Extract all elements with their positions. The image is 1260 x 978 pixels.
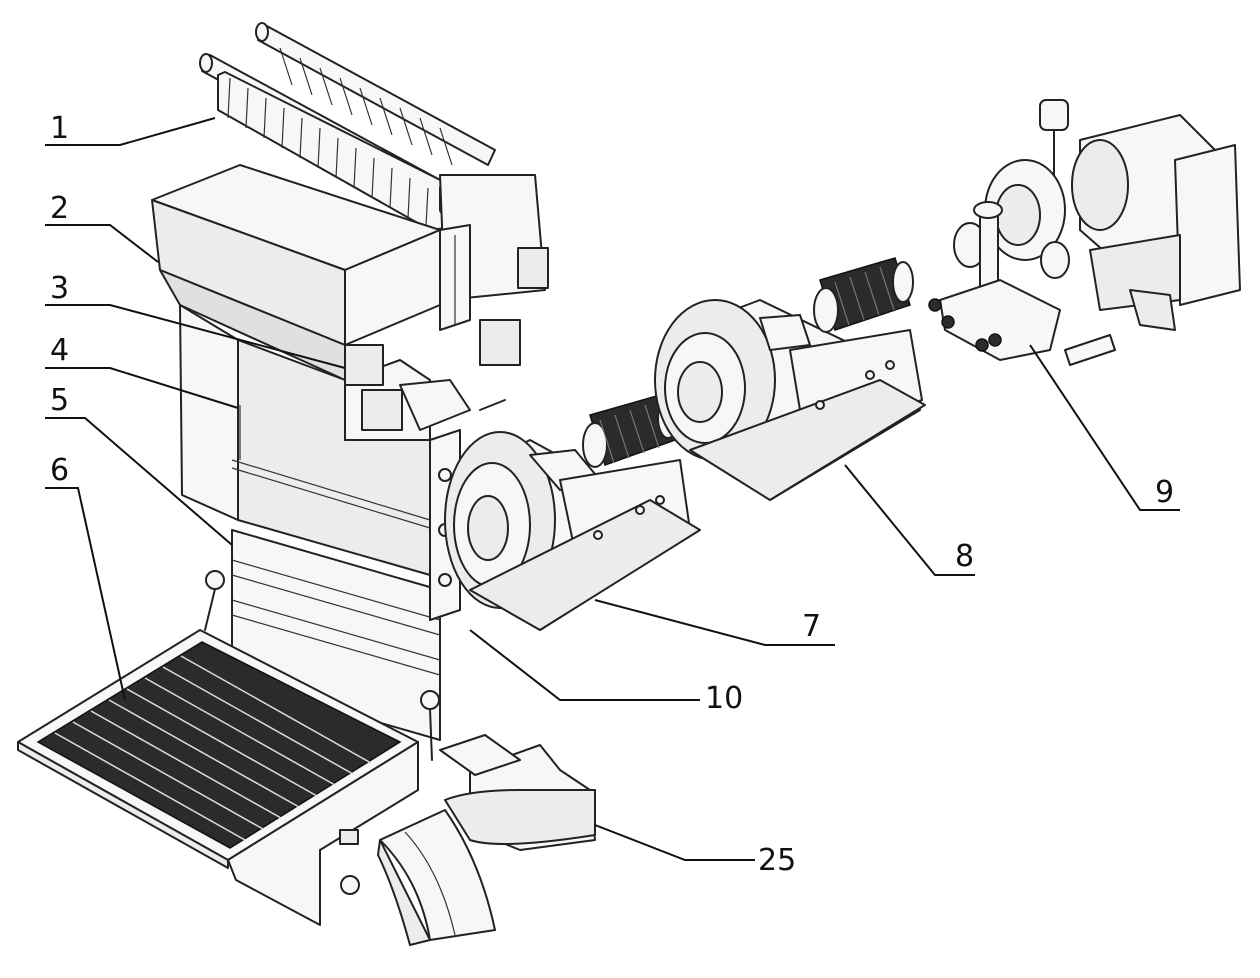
label-6: 6 xyxy=(50,453,69,488)
label-8: 8 xyxy=(955,539,974,574)
label-5: 5 xyxy=(50,383,69,418)
label-4: 4 xyxy=(50,333,69,368)
label-7: 7 xyxy=(802,609,821,644)
leader-lines xyxy=(45,117,1180,861)
component-8-fan xyxy=(654,257,926,501)
component-9-pump xyxy=(928,99,1241,366)
component-6-tray xyxy=(17,629,419,926)
label-9: 9 xyxy=(1155,475,1174,510)
component-25-ducts xyxy=(377,734,596,946)
component-3-4-column xyxy=(179,304,506,576)
label-25: 25 xyxy=(758,843,796,878)
component-1-distributor xyxy=(199,22,496,231)
callout-labels: 1 2 3 4 5 6 7 8 9 10 25 xyxy=(50,111,1174,878)
label-10: 10 xyxy=(705,681,743,716)
label-2: 2 xyxy=(50,191,69,226)
component-7-fan xyxy=(444,394,701,631)
label-3: 3 xyxy=(50,271,69,306)
component-2-housing xyxy=(151,164,549,381)
label-1: 1 xyxy=(50,111,69,146)
